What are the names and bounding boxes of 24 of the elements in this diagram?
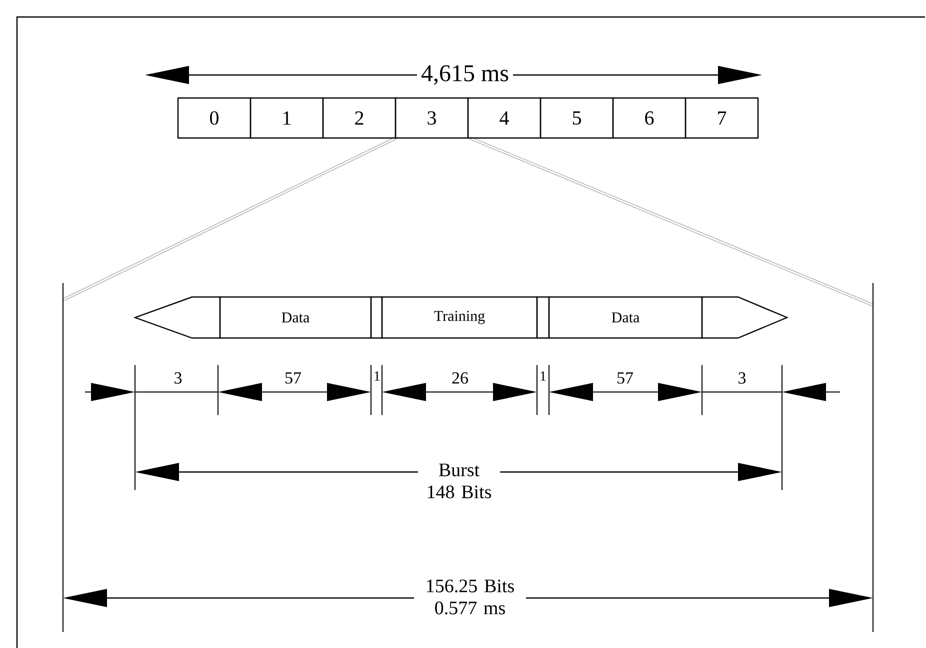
slot-box: 4: [467, 97, 542, 139]
slot-box: 7: [684, 97, 759, 139]
slot-box: 5: [540, 97, 614, 139]
dimension-label: 4,615 ms: [417, 61, 513, 89]
field-box: Data: [219, 296, 372, 339]
dimension-label: 1: [374, 371, 380, 381]
dimension-label: 57: [286, 372, 302, 384]
dimension-label: 57: [618, 372, 634, 384]
dimension-label: 26: [452, 372, 468, 384]
guard-box: [370, 296, 383, 339]
dimension-label: Burst 148 Bits: [418, 462, 500, 500]
dimension-label: 3: [174, 372, 182, 384]
guard-box: [536, 296, 550, 339]
dimension-label: 1: [540, 371, 546, 381]
field-box: Training: [381, 296, 538, 339]
field-box: Data: [548, 296, 703, 339]
slot-box: 1: [250, 97, 324, 139]
slot-box: 0: [177, 97, 252, 139]
dimension-label: 3: [738, 372, 746, 384]
slot-box: 3: [394, 97, 469, 139]
slot-box: 6: [612, 97, 686, 139]
slot-box: 2: [322, 97, 396, 139]
right-tail: [701, 296, 789, 339]
dimension-label: 156.25 Bits 0.577 ms: [414, 578, 526, 616]
